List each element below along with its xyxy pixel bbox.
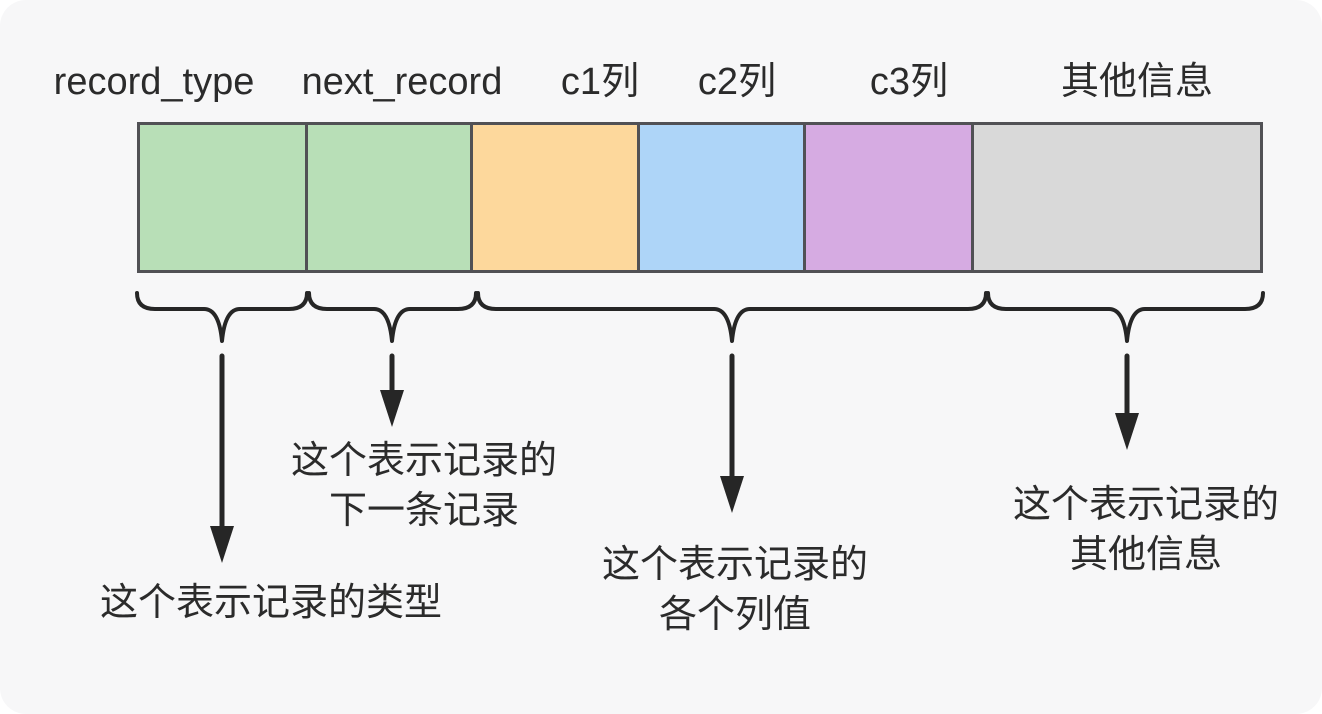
brace-other-info (986, 291, 1265, 343)
arrowhead-record-type (210, 526, 234, 563)
annotation-line: 其他信息 (1069, 534, 1223, 576)
annotation-line: 这个表示记录的 (1012, 484, 1280, 526)
arrowhead-next-record (380, 390, 404, 427)
field-label-next-record: next_record (301, 61, 503, 103)
segment-other-info (974, 125, 1260, 270)
brace-record-type (135, 291, 309, 343)
field-label-c1: c1列 (560, 61, 640, 103)
arrowhead-other-info (1115, 413, 1139, 450)
field-label-record-type: record_type (53, 61, 255, 103)
annotation-record-type: 这个表示记录的类型 (100, 578, 442, 628)
segment-c3 (806, 125, 974, 270)
annotation-line: 这个表示记录的 (601, 544, 869, 586)
annotation-line: 下一条记录 (328, 490, 520, 532)
annotation-next-record: 这个表示记录的 下一条记录 (291, 436, 557, 536)
annotation-line: 这个表示记录的 (290, 440, 558, 482)
segment-next-record (308, 125, 473, 270)
annotation-other-info: 这个表示记录的 其他信息 (1013, 480, 1279, 580)
arrowhead-column-values (720, 476, 744, 513)
brace-column-values (476, 291, 988, 343)
segment-c1 (473, 125, 640, 270)
field-label-other-info: 其他信息 (1060, 61, 1214, 103)
brace-next-record (307, 291, 478, 343)
annotation-column-values: 这个表示记录的 各个列值 (602, 540, 868, 640)
record-structure-bar (137, 122, 1263, 273)
segment-record-type (140, 125, 308, 270)
field-label-c3: c3列 (869, 61, 949, 103)
annotation-line: 这个表示记录的类型 (99, 582, 443, 624)
field-label-c2: c2列 (697, 61, 777, 103)
segment-c2 (640, 125, 806, 270)
annotation-line: 各个列值 (658, 594, 812, 636)
